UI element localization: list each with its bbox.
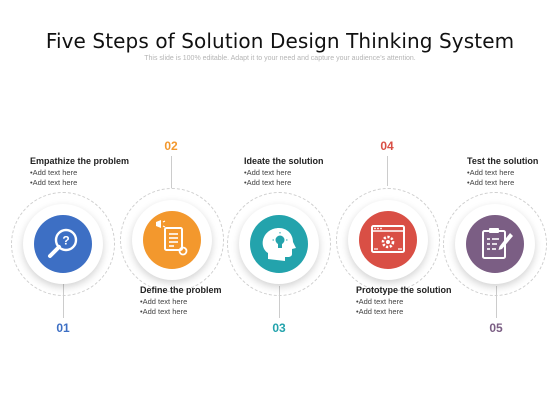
step-4-number: 04 — [380, 139, 394, 153]
step-3-icon-disc — [250, 215, 308, 273]
step-2-heading: Define the problem — [140, 285, 222, 295]
step-3-bullet: •Add text here — [244, 168, 292, 177]
step-5-bullet: •Add text here — [467, 168, 515, 177]
document-megaphone-icon — [156, 220, 188, 256]
step-3-number: 03 — [272, 321, 286, 335]
step-1-heading: Empathize the problem — [30, 156, 130, 166]
step-5-circle — [455, 204, 535, 284]
step-1-label: Empathize the problem •Add text here •Ad… — [30, 155, 160, 188]
step-4-connector-line — [387, 156, 388, 186]
page-subtitle: This slide is 100% editable. Adapt it to… — [144, 55, 416, 62]
step-1-bullet: •Add text here — [30, 178, 78, 187]
svg-text:?: ? — [62, 234, 69, 248]
step-2-connector-line — [171, 156, 172, 188]
step-1-bullet: •Add text here — [30, 168, 78, 177]
step-5-heading: Test the solution — [467, 156, 539, 166]
step-2-connector-ring — [120, 188, 224, 292]
step-4-label: Prototype the solution •Add text here •A… — [356, 284, 486, 317]
browser-gear-icon — [371, 225, 405, 253]
step-2-bullet: •Add text here — [140, 307, 188, 316]
step-4-circle — [348, 200, 428, 280]
step-2-icon-disc — [143, 211, 201, 269]
step-2-number: 02 — [164, 139, 178, 153]
step-4-heading: Prototype the solution — [356, 285, 452, 295]
step-5-connector-line — [496, 286, 497, 318]
step-5-number: 05 — [489, 321, 503, 335]
step-1-connector-line — [63, 280, 64, 318]
step-3-bullet: •Add text here — [244, 178, 292, 187]
step-5-connector-ring — [443, 192, 547, 296]
magnifier-question-icon: ? — [48, 228, 78, 258]
step-5-label: Test the solution •Add text here •Add te… — [467, 155, 557, 188]
step-3-label: Ideate the solution •Add text here •Add … — [244, 155, 374, 188]
head-lightbulb-icon — [262, 228, 296, 261]
step-5-icon-disc — [466, 215, 524, 273]
step-3-heading: Ideate the solution — [244, 156, 324, 166]
step-2-bullet: •Add text here — [140, 297, 188, 306]
step-1-icon-disc: ? — [34, 215, 92, 273]
step-3-circle — [239, 204, 319, 284]
clipboard-pen-icon — [482, 228, 513, 259]
step-2-circle — [132, 200, 212, 280]
step-3-connector-line — [279, 286, 280, 318]
step-1-circle: ? — [23, 204, 103, 284]
page-title: Five Steps of Solution Design Thinking S… — [45, 29, 515, 53]
step-2-label: Define the problem •Add text here •Add t… — [140, 284, 270, 317]
step-4-connector-ring — [336, 188, 440, 292]
step-4-bullet: •Add text here — [356, 307, 404, 316]
step-5-bullet: •Add text here — [467, 178, 515, 187]
step-4-icon-disc — [359, 211, 417, 269]
step-4-bullet: •Add text here — [356, 297, 404, 306]
step-1-number: 01 — [56, 321, 70, 335]
